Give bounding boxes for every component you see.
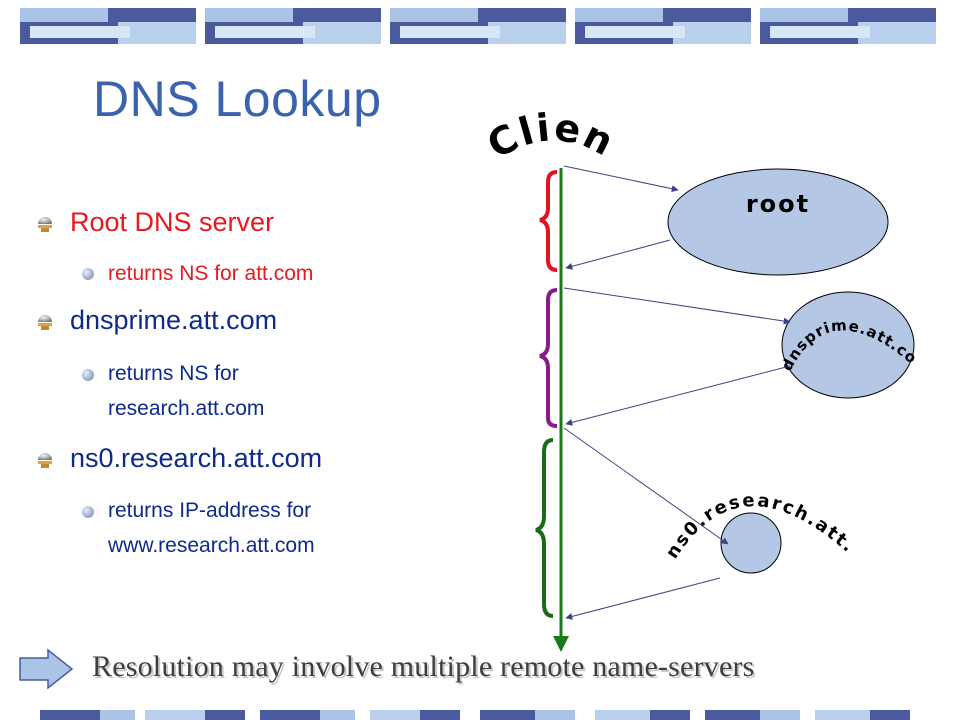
- root-server-label: root: [746, 190, 810, 218]
- bullet-bulb-icon: [38, 217, 52, 232]
- sub-bullet-dnsprime-line2: research.att.com: [108, 397, 265, 420]
- brace-ns0: [535, 438, 554, 618]
- slide-title: DNS Lookup: [93, 71, 382, 127]
- reply-arrow-ns0: [565, 577, 721, 620]
- sub-bullet-dnsprime-line1: returns NS for: [108, 362, 239, 385]
- ns0-server-node: [720, 512, 782, 574]
- banner-tile: [390, 8, 566, 44]
- sub-bullet-root: returns NS for att.com: [108, 262, 314, 285]
- bullet-bulb-icon: [38, 453, 52, 468]
- query-arrow-dnsprime: [563, 287, 791, 325]
- banner-tile: [575, 8, 751, 44]
- sub-bullet-ns0-line2: www.research.att.com: [108, 534, 315, 557]
- query-arrow-ns0: [563, 427, 729, 545]
- banner-tile: [205, 8, 381, 44]
- timeline-arrowhead-icon: [553, 636, 569, 652]
- bullet-ns0: ns0.research.att.com: [70, 443, 323, 473]
- query-arrow-root: [563, 165, 679, 193]
- banner-tile: [760, 8, 936, 44]
- reply-arrow-root: [565, 239, 671, 270]
- banner-tile: [20, 8, 196, 44]
- root-server-node: [667, 168, 889, 276]
- sub-bullet-ns0-line1: returns IP-address for: [108, 499, 312, 522]
- sub-bullet-dot: [82, 369, 94, 381]
- brace-dnsprime: [539, 288, 558, 428]
- ns0-server-label: ns0.research.att.com: [0, 0, 857, 563]
- bottom-banner: [0, 710, 960, 720]
- brace-root: [539, 170, 558, 272]
- reply-arrow-dnsprime: [565, 365, 791, 426]
- dnsprime-server-node: [781, 291, 915, 399]
- client-label: Client: [0, 0, 622, 167]
- sub-bullet-dot: [82, 268, 94, 280]
- footer-note: Resolution may involve multiple remote n…: [92, 650, 755, 683]
- bullet-root-dns-server: Root DNS server: [70, 207, 275, 237]
- bullet-dnsprime: dnsprime.att.com: [70, 305, 278, 335]
- footer-arrow-icon: [19, 648, 74, 690]
- bullet-bulb-icon: [38, 315, 52, 330]
- sub-bullet-dot: [82, 506, 94, 518]
